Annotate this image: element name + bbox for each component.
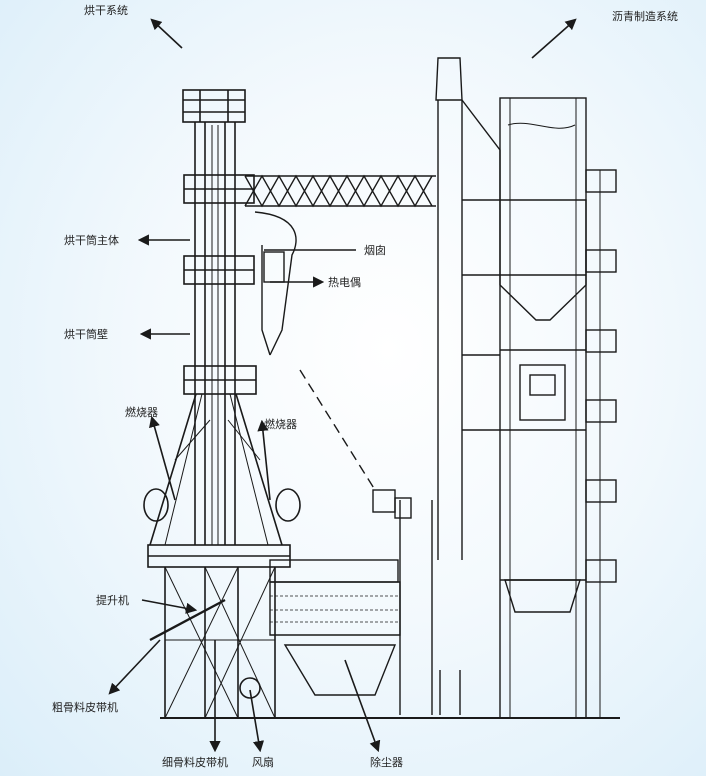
label-coarse-belt: 粗骨料皮带机 — [52, 700, 118, 714]
chimney-duct — [254, 211, 376, 491]
label-drum-wall: 烘干筒壁 — [64, 327, 108, 341]
mixer-box — [519, 364, 566, 421]
label-burner-left: 燃烧器 — [125, 405, 158, 419]
label-fine-belt: 细骨料皮带机 — [162, 755, 228, 769]
label-drum-body: 烘干筒主体 — [64, 233, 119, 247]
fan-shape — [239, 677, 261, 699]
label-drying-system: 烘干系统 — [84, 3, 128, 17]
screen-dust-unit — [269, 489, 461, 715]
asphalt-tower — [160, 57, 620, 719]
label-chimney: 烟囱 — [364, 243, 386, 257]
burner-right-shape — [275, 488, 301, 522]
label-elevator: 提升机 — [96, 593, 129, 607]
label-asphalt-system: 沥青制造系统 — [612, 9, 678, 23]
drying-tower — [143, 89, 301, 719]
tower-top-box — [182, 89, 246, 123]
burner-left-shape — [143, 488, 169, 522]
label-fan: 风扇 — [252, 755, 274, 769]
dust-collector-hopper — [283, 644, 397, 696]
truss-bridge — [244, 174, 436, 208]
label-dust-collector: 除尘器 — [370, 755, 403, 769]
label-thermocouple: 热电偶 — [328, 276, 361, 289]
labels: 烘干系统 沥青制造系统 烘干筒主体 烘干筒壁 烟囱 热电偶 燃烧器 燃烧器 提升… — [52, 3, 678, 769]
pointer-arrows — [108, 18, 577, 753]
label-burner-right: 燃烧器 — [264, 417, 297, 431]
